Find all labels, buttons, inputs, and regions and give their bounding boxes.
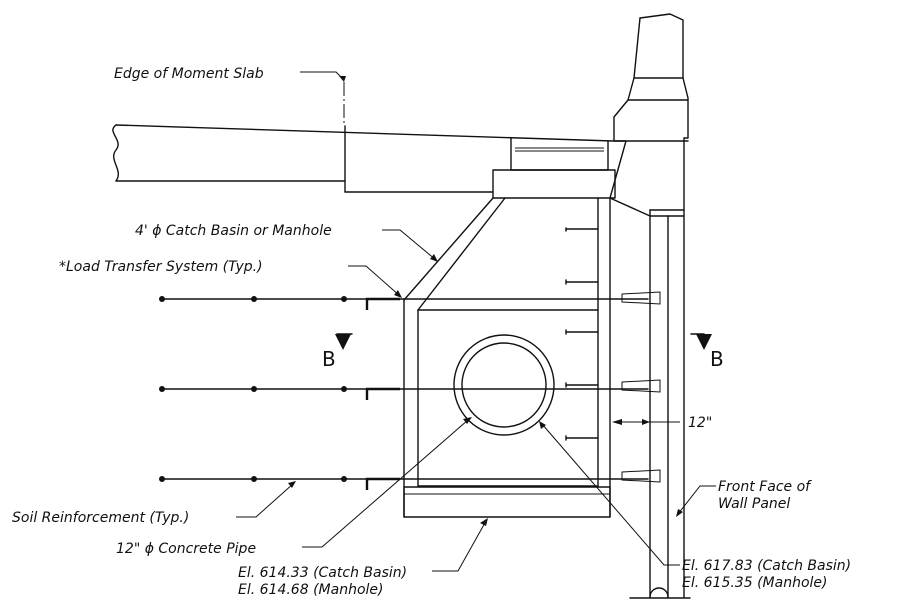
concrete-pipe (453, 334, 555, 436)
label-elevation-top-catch-basin: El. 617.83 (Catch Basin) (682, 558, 851, 574)
label-concrete-pipe: 12" ϕ Concrete Pipe (116, 541, 256, 557)
dimension-12-label: 12" (688, 415, 712, 431)
soil-reinforcement (159, 296, 649, 490)
label-catch-basin: 4' ϕ Catch Basin or Manhole (135, 223, 332, 239)
moment-slab (112, 124, 614, 193)
label-elevation-bottom-catch-basin: El. 614.33 (Catch Basin) (238, 565, 407, 581)
section-marker-right: B (690, 333, 724, 371)
dimension-12in: 12" (612, 415, 712, 431)
wall-panel (609, 13, 691, 599)
label-elevation-bottom-manhole: El. 614.68 (Manhole) (238, 582, 383, 598)
label-wall-panel: Wall Panel (718, 496, 790, 512)
basin-collar (492, 169, 616, 199)
leaders (236, 71, 716, 572)
section-marker-left: B (322, 333, 353, 371)
label-load-transfer-system: *Load Transfer System (Typ.) (59, 259, 263, 275)
catch-basin (403, 197, 611, 518)
section-label-left: B (322, 347, 336, 371)
label-elevation-top-manhole: El. 615.35 (Manhole) (682, 575, 827, 591)
section-label-right: B (710, 347, 724, 371)
label-soil-reinforcement: Soil Reinforcement (Typ.) (12, 510, 189, 526)
manhole-steps (565, 227, 599, 441)
label-front-face: Front Face of (718, 479, 812, 495)
label-edge-of-moment-slab: Edge of Moment Slab (114, 66, 264, 82)
